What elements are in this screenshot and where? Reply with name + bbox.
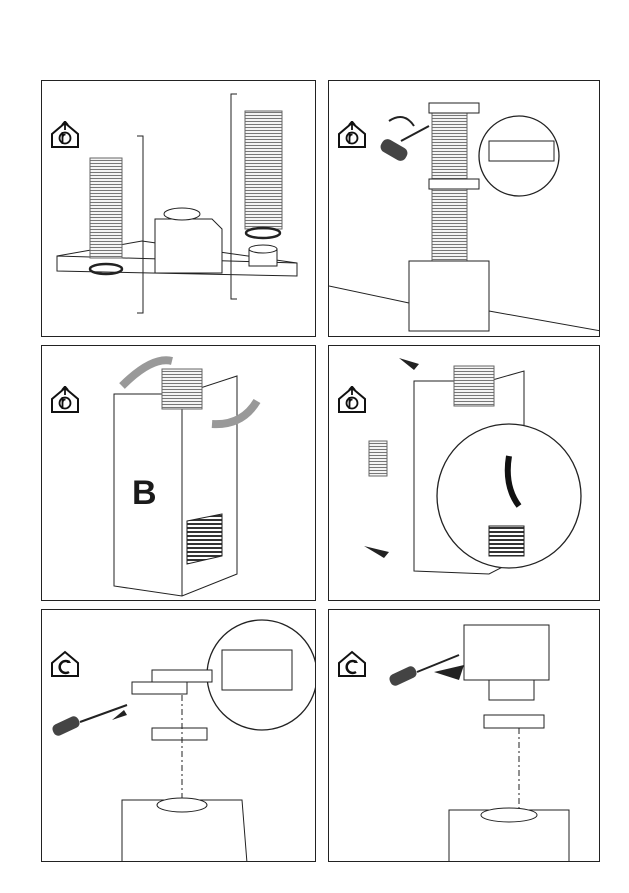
c-recirculation-icon xyxy=(52,652,78,676)
b-outlet-icon xyxy=(339,122,365,148)
screwdriver-icon xyxy=(378,126,429,163)
b-outlet-icon xyxy=(52,387,78,413)
panel-5 xyxy=(41,609,316,862)
screwdriver-icon xyxy=(51,705,127,737)
flexible-hose xyxy=(90,158,122,258)
panel-4 xyxy=(328,345,600,601)
c-recirculation-icon xyxy=(339,652,365,676)
panel-6 xyxy=(328,609,600,862)
panel-5-illustration xyxy=(42,610,316,862)
screw-icon xyxy=(369,441,387,476)
b-outlet-icon xyxy=(339,387,365,413)
panel-2 xyxy=(328,80,600,337)
b-outlet-icon xyxy=(52,122,78,148)
panel-1 xyxy=(41,80,316,337)
panel-3: B xyxy=(41,345,316,601)
panel-3-illustration xyxy=(42,346,316,601)
panel-1-illustration xyxy=(42,81,316,337)
panel-6-illustration xyxy=(329,610,600,862)
panel-letter: B xyxy=(132,476,157,510)
panel-2-illustration xyxy=(329,81,600,337)
panel-4-illustration xyxy=(329,346,600,601)
